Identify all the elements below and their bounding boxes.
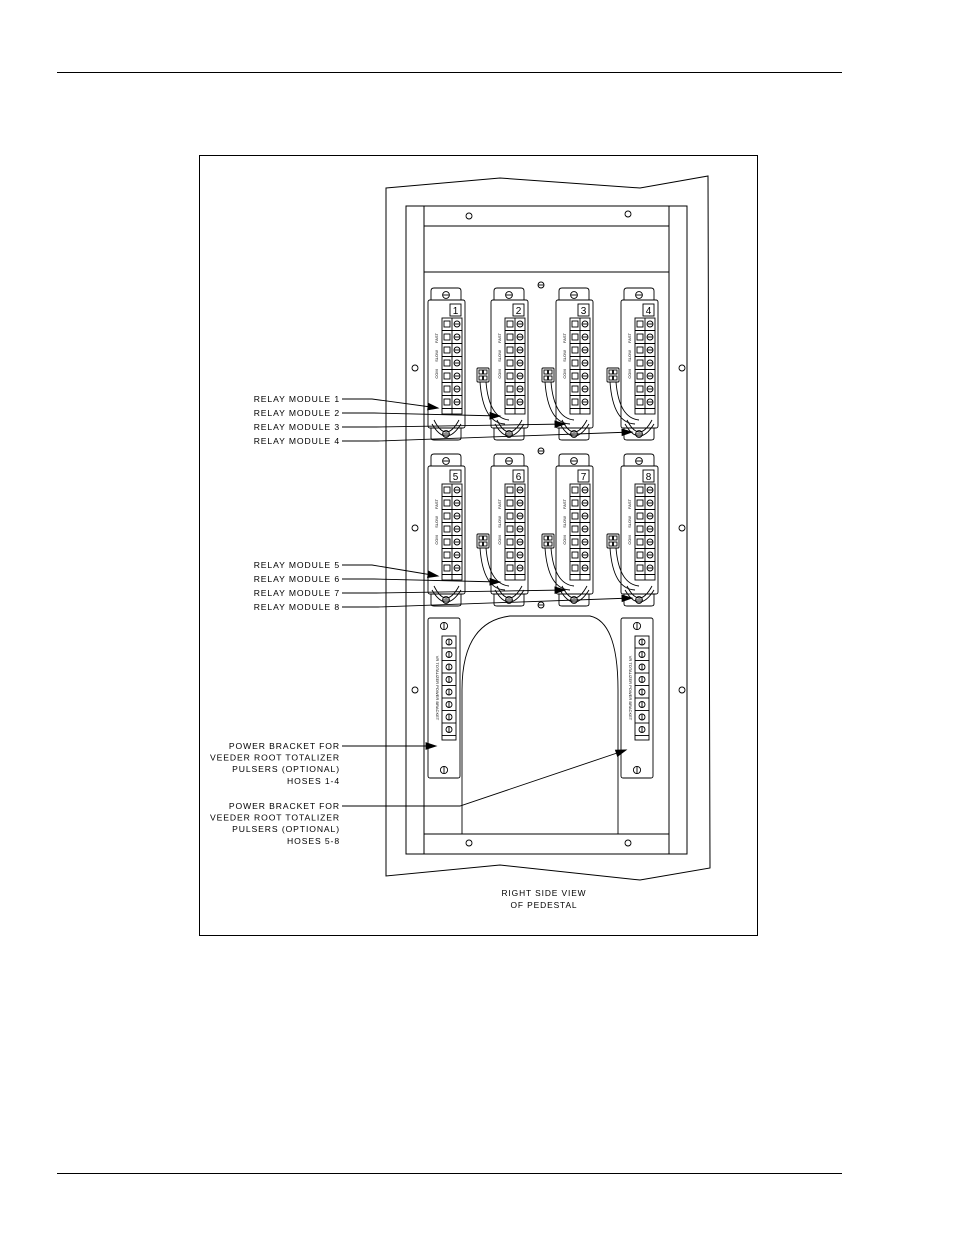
module-1-terminal-com: COM <box>434 369 439 378</box>
relay-module-label-8: RELAY MODULE 8 <box>254 602 340 612</box>
screw-10 <box>411 524 419 532</box>
power-bracket-1-label-line-1: POWER BRACKET FOR <box>229 741 340 751</box>
power-bracket-1-text: VR TOTALIZER POWER BRACKET <box>435 656 440 721</box>
module-4-terminal-fast: FAST <box>627 332 632 343</box>
relay-module-label-5: RELAY MODULE 5 <box>254 560 340 570</box>
relay-module-label-3: RELAY MODULE 3 <box>254 422 340 432</box>
relay-module-label-7: RELAY MODULE 7 <box>254 588 340 598</box>
screw-7 <box>624 839 632 847</box>
module-3-terminal-com: COM <box>562 369 567 378</box>
module-number-3: 3 <box>581 306 587 317</box>
callout-labels: RELAY MODULE 1 RELAY MODULE 2 RELAY MODULE… <box>210 394 340 846</box>
module-1-terminal-slow: SLOW <box>434 350 439 362</box>
power-bracket-1: VR TOTALIZER POWER BRACKET <box>427 617 461 779</box>
module-2-terminal-fast: FAST <box>497 332 502 343</box>
relay-leader-4 <box>342 431 633 442</box>
module-2-terminal-slow: SLOW <box>497 350 502 362</box>
relay-leader-6 <box>342 578 501 583</box>
figure-frame <box>199 155 758 936</box>
cutout-arch <box>461 615 619 834</box>
screw-2 <box>624 210 632 218</box>
pedestal-cabinet <box>385 175 711 881</box>
power-bracket-2-label-line-3: PULSERS (OPTIONAL) <box>232 824 340 834</box>
module-3-terminal-slow: SLOW <box>562 350 567 362</box>
module-5-terminal-slow: SLOW <box>434 516 439 528</box>
module-8-terminal-slow: SLOW <box>627 516 632 528</box>
screw-12 <box>411 686 419 694</box>
module-number-2: 2 <box>516 306 522 317</box>
module-5-terminal-fast: FAST <box>434 498 439 509</box>
relay-module-label-2: RELAY MODULE 2 <box>254 408 340 418</box>
screw-6 <box>465 839 473 847</box>
module-7-terminal-fast: FAST <box>562 498 567 509</box>
module-number-1: 1 <box>453 306 459 317</box>
relay-leader-1 <box>342 398 439 409</box>
relay-leader-7 <box>342 589 566 594</box>
header-rule <box>57 72 842 73</box>
power-bracket-2-label-line-1: POWER BRACKET FOR <box>229 801 340 811</box>
module-3-terminal-fast: FAST <box>562 332 567 343</box>
caption-line-1: RIGHT SIDE VIEW <box>501 888 586 898</box>
module-4-terminal-com: COM <box>627 369 632 378</box>
module-6-terminal-slow: SLOW <box>497 516 502 528</box>
screw-9 <box>678 364 686 372</box>
relay-module-label-6: RELAY MODULE 6 <box>254 574 340 584</box>
module-6-terminal-fast: FAST <box>497 498 502 509</box>
power-bracket-1-label-line-2: VEEDER ROOT TOTALIZER <box>210 753 340 763</box>
power-bracket-2-label-line-4: HOSES 5-8 <box>287 836 340 846</box>
footer-rule <box>57 1173 842 1174</box>
relay-leader-3 <box>342 423 566 428</box>
mounting-screws <box>411 210 686 847</box>
power-bracket-1-label-line-3: PULSERS (OPTIONAL) <box>232 764 340 774</box>
module-2-terminal-com: COM <box>497 369 502 378</box>
screw-8 <box>411 364 419 372</box>
relay-module-label-4: RELAY MODULE 4 <box>254 436 340 446</box>
module-number-7: 7 <box>581 472 587 483</box>
module-6-terminal-com: COM <box>497 535 502 544</box>
power-brackets: VR TOTALIZER POWER BRACKET VR TOTALIZER P… <box>427 615 654 834</box>
screw-1 <box>465 212 473 220</box>
module-8-terminal-com: COM <box>627 535 632 544</box>
power-bracket-2-leader <box>342 749 627 807</box>
module-7-terminal-com: COM <box>562 535 567 544</box>
screw-13 <box>678 686 686 694</box>
power-bracket-2-label-line-2: VEEDER ROOT TOTALIZER <box>210 813 340 823</box>
power-bracket-2: VR TOTALIZER POWER BRACKET <box>620 617 654 779</box>
module-number-5: 5 <box>453 472 459 483</box>
leader-lines <box>342 398 634 807</box>
module-5-terminal-com: COM <box>434 535 439 544</box>
relay-leader-8 <box>342 597 633 608</box>
module-1-terminal-fast: FAST <box>434 332 439 343</box>
screw-11 <box>678 524 686 532</box>
module-8-terminal-fast: FAST <box>627 498 632 509</box>
module-number-8: 8 <box>646 472 652 483</box>
module-number-6: 6 <box>516 472 522 483</box>
relay-module-label-1: RELAY MODULE 1 <box>254 394 340 404</box>
power-bracket-1-label-line-4: HOSES 1-4 <box>287 776 340 786</box>
relay-leader-2 <box>342 412 501 417</box>
module-number-4: 4 <box>646 306 652 317</box>
relay-leader-5 <box>342 564 439 577</box>
caption-line-2: OF PEDESTAL <box>511 900 578 910</box>
power-bracket-2-text: VR TOTALIZER POWER BRACKET <box>628 656 633 721</box>
module-4-terminal-slow: SLOW <box>627 350 632 362</box>
module-7-terminal-slow: SLOW <box>562 516 567 528</box>
